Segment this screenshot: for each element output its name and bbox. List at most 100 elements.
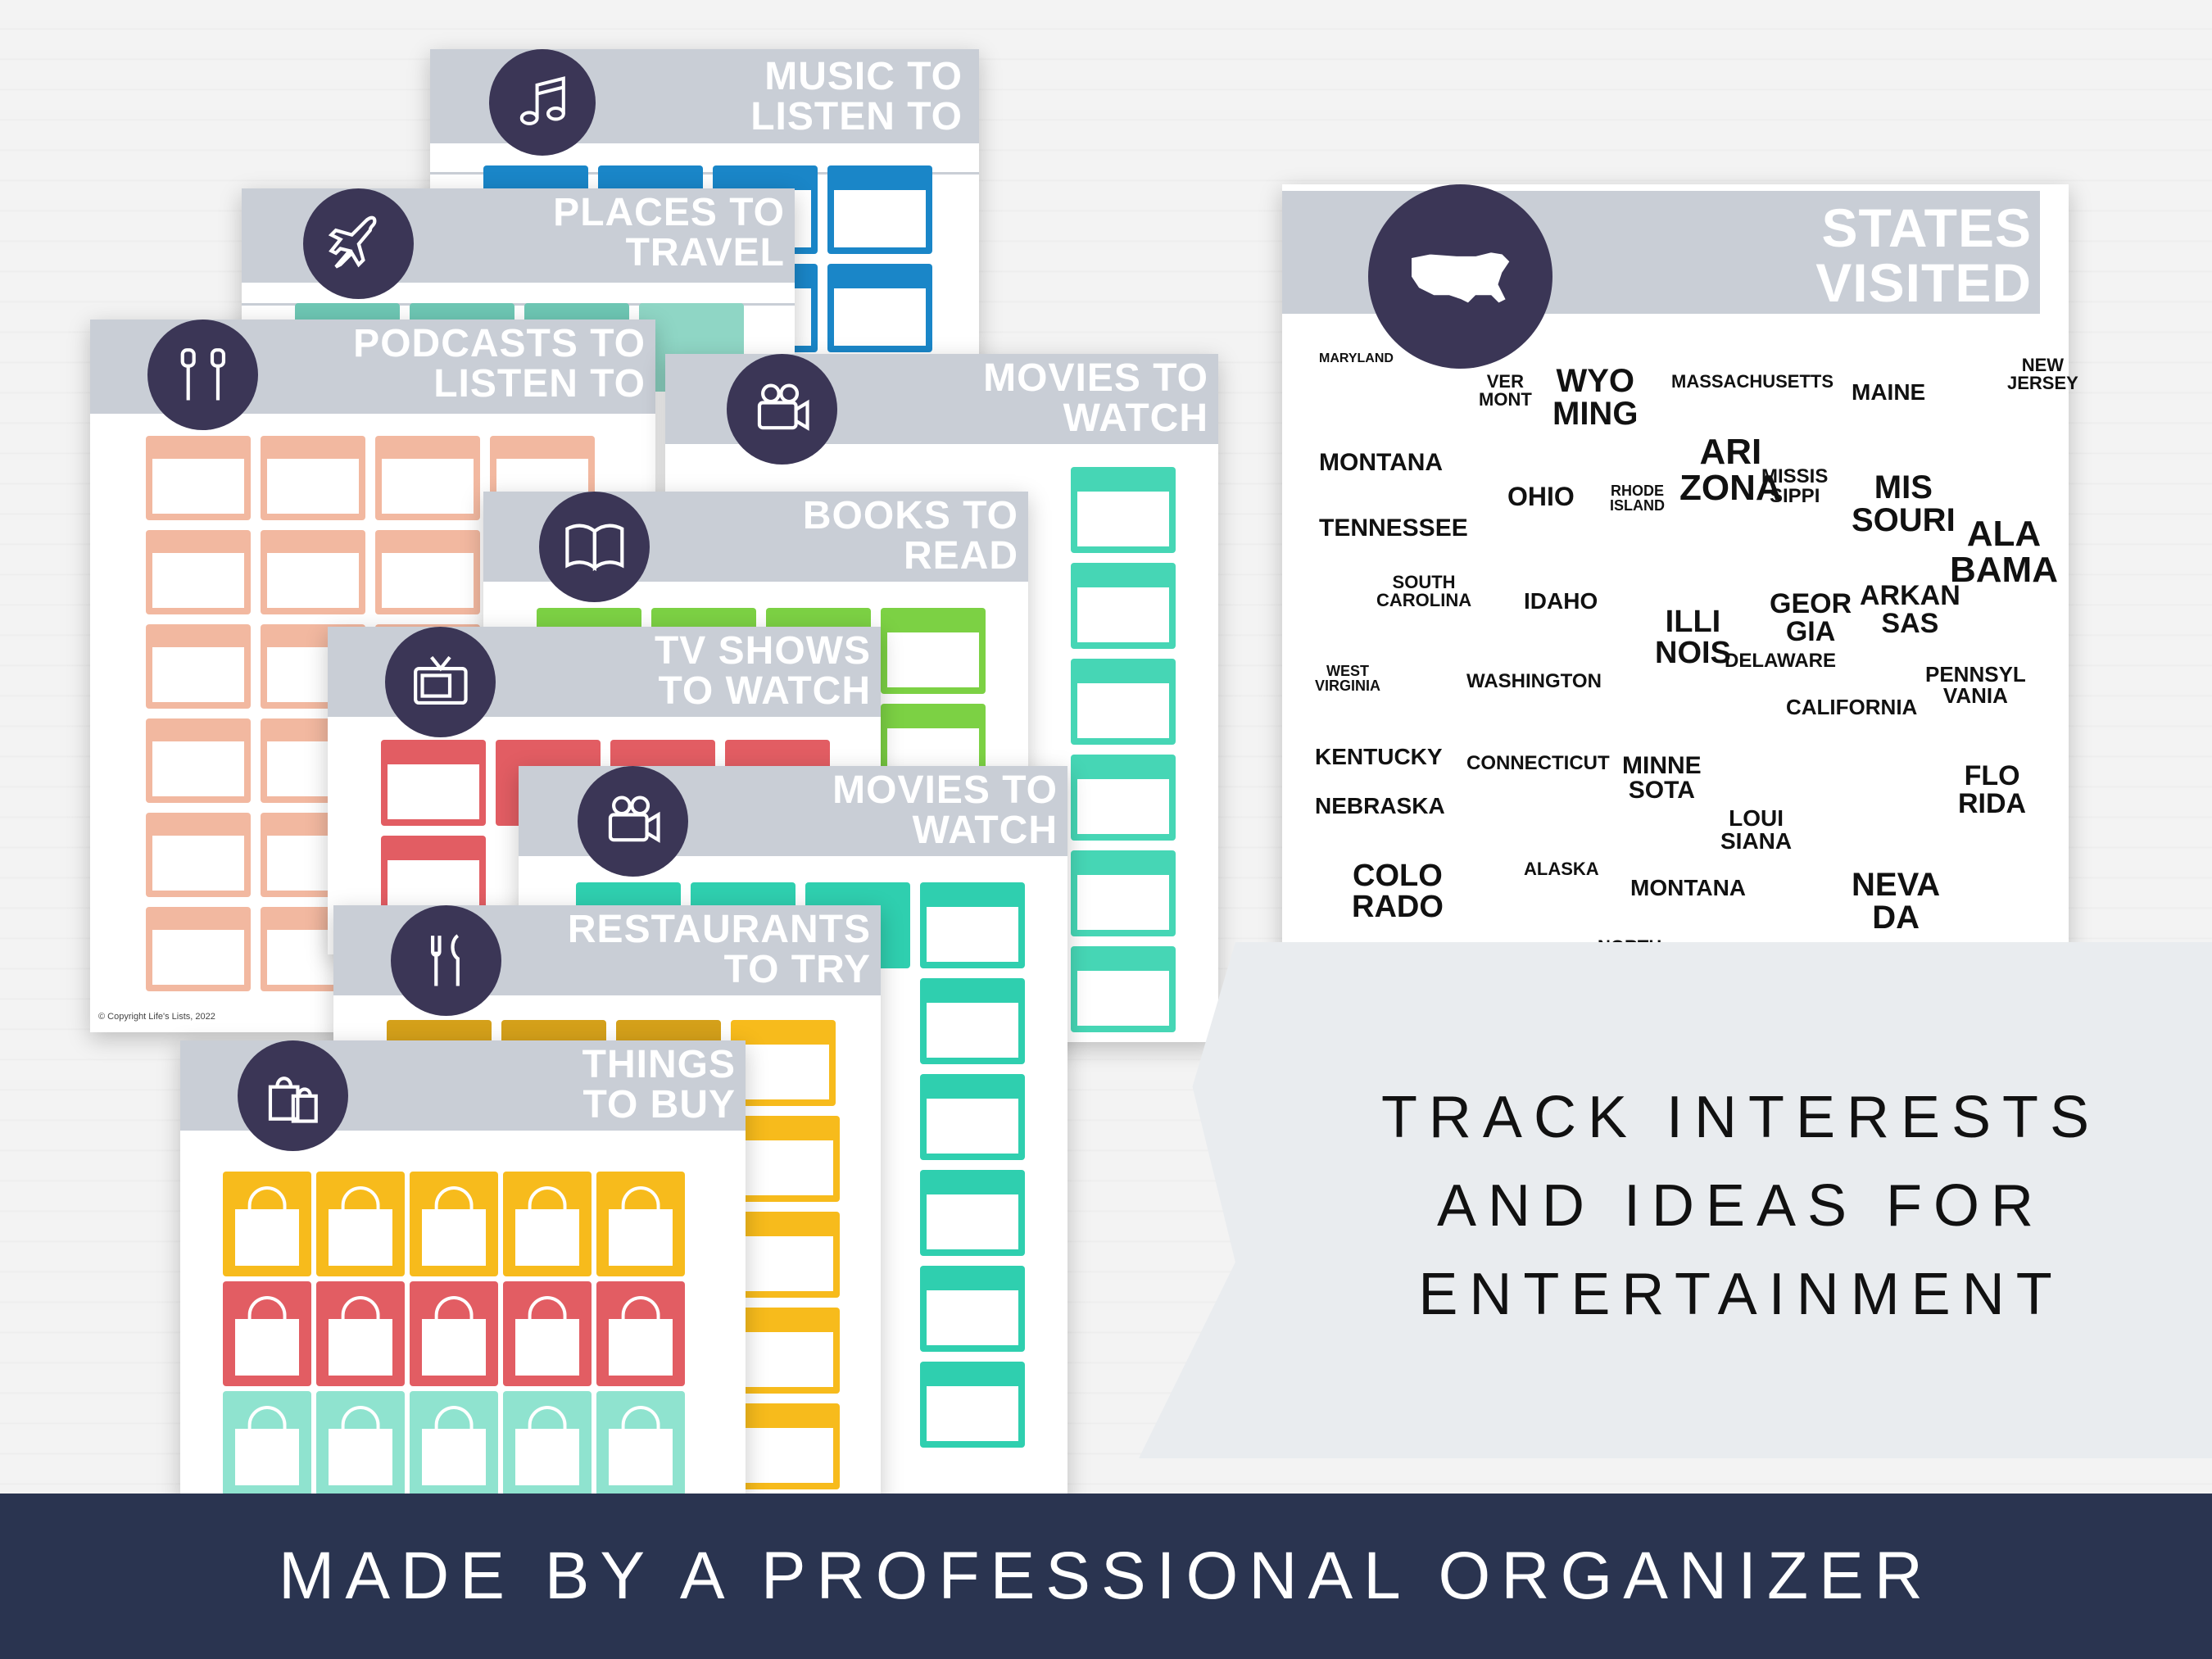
bag-box[interactable] (410, 1172, 498, 1276)
state-label: VER MONT (1479, 371, 1532, 410)
airplane-icon (303, 188, 414, 299)
list-box[interactable] (920, 1362, 1025, 1448)
sheet-title: RESTAURANTS TO TRY (567, 908, 871, 991)
list-box[interactable] (827, 165, 932, 254)
state-label: ILLI NOIS (1655, 605, 1731, 670)
state-label: MINNE SOTA (1622, 752, 1702, 804)
state-label: WEST VIRGINIA (1315, 663, 1381, 694)
list-box[interactable] (261, 436, 365, 520)
bag-box[interactable] (503, 1172, 592, 1276)
bag-box[interactable] (316, 1281, 405, 1386)
state-label: NEW JERSEY (2007, 355, 2078, 393)
state-label: MONTANA (1319, 449, 1444, 476)
state-label: WASHINGTON (1466, 670, 1602, 692)
state-label: FLO RIDA (1958, 760, 2027, 819)
things-to-buy-grid (223, 1172, 685, 1496)
list-box[interactable] (146, 813, 251, 897)
footer-text: MADE BY A PROFESSIONAL ORGANIZER (279, 1539, 1933, 1613)
movies-back-grid (1071, 467, 1176, 1032)
bag-box[interactable] (410, 1281, 498, 1386)
list-box[interactable] (381, 740, 486, 826)
sheet-title: MUSIC TO LISTEN TO (750, 55, 963, 138)
state-label: DELAWARE (1725, 650, 1837, 672)
list-box[interactable] (1071, 850, 1176, 936)
state-label: GEOR GIA (1770, 588, 1852, 647)
state-label: OHIO (1507, 482, 1575, 511)
state-label: COLO RADO (1352, 859, 1444, 924)
bag-box[interactable] (410, 1391, 498, 1496)
sheet-title: THINGS TO BUY (582, 1043, 736, 1126)
bag-box[interactable] (223, 1391, 311, 1496)
list-box[interactable] (1071, 467, 1176, 553)
list-box[interactable] (1071, 946, 1176, 1032)
state-label: NEBRASKA (1315, 793, 1445, 818)
state-label: IDAHO (1524, 588, 1598, 614)
list-box[interactable] (146, 436, 251, 520)
state-label: ARI ZONA (1679, 432, 1782, 508)
state-label: ALASKA (1524, 859, 1599, 879)
list-box[interactable] (261, 530, 365, 614)
sheet-title: MOVIES TO WATCH (983, 356, 1208, 440)
bag-box[interactable] (223, 1172, 311, 1276)
list-box[interactable] (827, 264, 932, 352)
list-box[interactable] (920, 1266, 1025, 1352)
list-box[interactable] (1071, 563, 1176, 649)
bag-box[interactable] (503, 1281, 592, 1386)
state-label: SOUTH CAROLINA (1376, 572, 1472, 610)
bag-box[interactable] (596, 1391, 685, 1496)
state-label: LOUI SIANA (1720, 805, 1793, 854)
list-box[interactable] (146, 624, 251, 709)
usa-map-icon (1368, 184, 1552, 369)
list-box[interactable] (146, 907, 251, 991)
things-to-buy-sheet: THINGS TO BUY (180, 1040, 746, 1499)
list-box[interactable] (146, 718, 251, 803)
list-box[interactable] (920, 1170, 1025, 1256)
list-box[interactable] (735, 1403, 840, 1489)
bag-box[interactable] (503, 1391, 592, 1496)
bag-box[interactable] (596, 1172, 685, 1276)
state-label: ALA BAMA (1950, 514, 2058, 590)
state-label: RHODE ISLAND (1610, 483, 1665, 514)
list-box[interactable] (1071, 755, 1176, 841)
sheet-title: MOVIES TO WATCH (832, 768, 1058, 852)
state-label: CALIFORNIA (1786, 695, 1918, 719)
sheet-title: PLACES TO TRAVEL (553, 191, 785, 274)
shopping-bags-icon (238, 1040, 348, 1151)
sheet-title: STATES VISITED (1815, 197, 2032, 314)
callout-text: TRACK INTERESTS AND IDEAS FOR ENTERTAINM… (1380, 1085, 2101, 1327)
sheet-title: PODCASTS TO LISTEN TO (353, 322, 646, 406)
fork-knife-icon (391, 905, 501, 1016)
state-label: MAINE (1852, 379, 1926, 405)
state-label: ARKAN SAS (1860, 580, 1960, 639)
music-notes-icon (489, 49, 596, 156)
movie-camera-icon (727, 354, 837, 465)
list-box[interactable] (375, 530, 480, 614)
bag-box[interactable] (316, 1391, 405, 1496)
state-label: WYO MING (1552, 363, 1639, 432)
state-label: CONNECTICUT (1466, 752, 1610, 774)
restaurants-column (735, 1116, 840, 1489)
list-box[interactable] (375, 436, 480, 520)
list-box[interactable] (920, 882, 1025, 968)
open-book-icon (539, 492, 650, 602)
movies-front-column (920, 978, 1025, 1448)
list-box[interactable] (735, 1212, 840, 1298)
list-box[interactable] (881, 608, 986, 694)
list-box[interactable] (146, 530, 251, 614)
bag-box[interactable] (223, 1281, 311, 1386)
bag-box[interactable] (596, 1281, 685, 1386)
list-box[interactable] (920, 978, 1025, 1064)
state-label: NEVA DA (1852, 867, 1941, 936)
list-box[interactable] (1071, 659, 1176, 745)
list-box[interactable] (920, 1074, 1025, 1160)
sheet-title: BOOKS TO READ (802, 494, 1018, 578)
bag-box[interactable] (316, 1172, 405, 1276)
list-box[interactable] (735, 1116, 840, 1202)
state-label: MISSIS SIPPI (1761, 465, 1829, 507)
list-box[interactable] (735, 1308, 840, 1394)
state-label: MASSACHUSETTS (1671, 371, 1834, 392)
state-label: MONTANA (1630, 875, 1747, 900)
list-box[interactable] (731, 1020, 836, 1106)
